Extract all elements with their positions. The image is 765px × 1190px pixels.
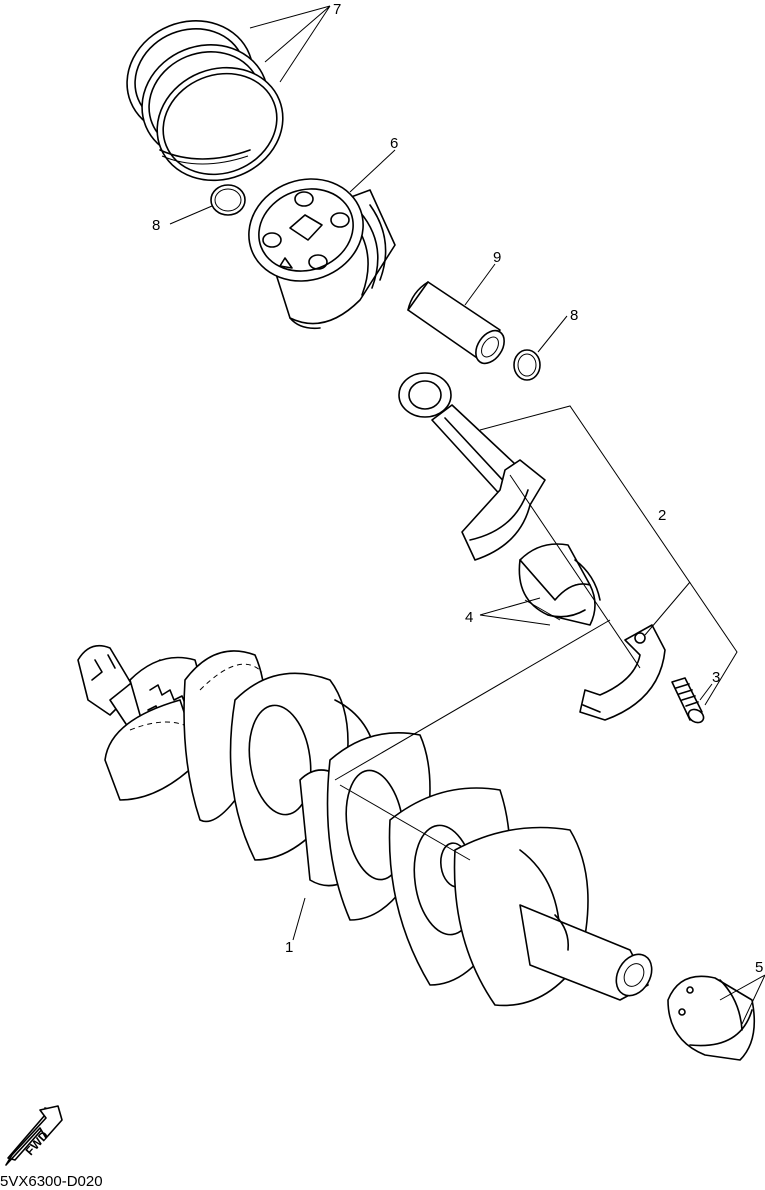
callout-9: 9: [493, 249, 501, 266]
piston: [248, 178, 396, 330]
main-bearing: [667, 975, 756, 1061]
callout-3: 3: [712, 669, 720, 686]
callout-2: 2: [658, 507, 666, 524]
connecting-rod-bearing: [518, 543, 601, 626]
callout-8-left: 8: [152, 217, 160, 234]
circlip-right: [513, 349, 541, 381]
callout-4: 4: [465, 609, 473, 626]
leader-lines: [169, 5, 765, 1025]
connecting-rod-cap: [579, 624, 666, 721]
callout-1: 1: [285, 939, 293, 956]
callout-8-right: 8: [570, 307, 578, 324]
connecting-rod: [398, 372, 546, 561]
callout-6: 6: [390, 135, 398, 152]
connecting-rod-bolt: [671, 677, 705, 724]
piston-rings: [126, 20, 284, 182]
callout-5: 5: [755, 959, 763, 976]
crankshaft: [77, 644, 653, 1007]
diagram-code: 5VX6300-D020: [0, 1173, 103, 1190]
callout-7: 7: [333, 1, 341, 18]
fwd-arrow-icon: FWD: [5, 1105, 63, 1166]
circlip-left: [210, 184, 246, 216]
piston-pin: [407, 281, 505, 365]
